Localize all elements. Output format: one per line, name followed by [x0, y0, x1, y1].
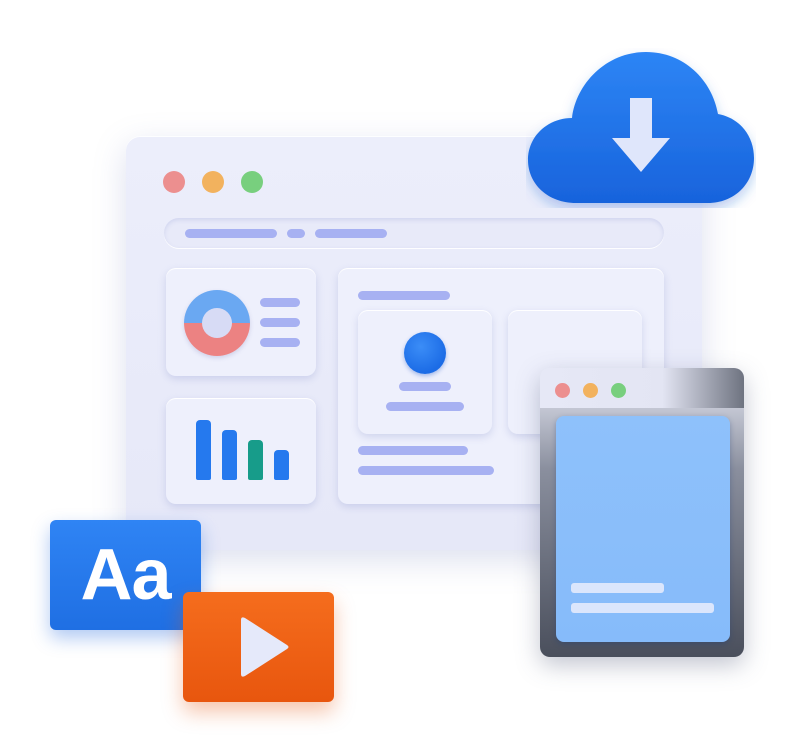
- panel-text-line: [358, 466, 494, 475]
- content-line: [571, 603, 714, 613]
- panel-heading-line: [358, 291, 450, 300]
- browser-window: [126, 136, 702, 550]
- bar-chart-bar: [222, 430, 237, 480]
- content-line: [571, 583, 664, 593]
- donut-chart-card: [166, 268, 316, 376]
- user-avatar-icon: [404, 332, 446, 374]
- profile-card: [358, 310, 492, 434]
- window-minimize-dot: [202, 171, 224, 193]
- cloud-download-icon: [528, 52, 754, 203]
- mini-window: [540, 368, 744, 657]
- window-maximize-dot: [611, 383, 626, 398]
- window-maximize-dot: [241, 171, 263, 193]
- window-close-dot: [555, 383, 570, 398]
- bar-chart-bar: [248, 440, 263, 480]
- address-placeholder-line: [287, 229, 305, 238]
- video-tile: [183, 592, 334, 702]
- address-placeholder-line: [185, 229, 277, 238]
- bar-chart-card: [166, 398, 316, 504]
- legend-line: [260, 298, 300, 307]
- legend-line: [260, 318, 300, 327]
- typography-icon: Aa: [50, 520, 201, 630]
- legend-line: [260, 338, 300, 347]
- donut-chart-icon: [184, 290, 250, 356]
- profile-name-line: [399, 382, 451, 391]
- profile-detail-line: [386, 402, 464, 411]
- address-placeholder-line: [315, 229, 387, 238]
- play-icon: [241, 617, 289, 677]
- mini-window-content: [556, 416, 730, 642]
- bar-chart-bar: [196, 420, 211, 480]
- bar-chart-bar: [274, 450, 289, 480]
- address-bar: [164, 218, 664, 248]
- window-close-dot: [163, 171, 185, 193]
- mini-window-titlebar: [540, 368, 744, 408]
- window-minimize-dot: [583, 383, 598, 398]
- panel-text-line: [358, 446, 468, 455]
